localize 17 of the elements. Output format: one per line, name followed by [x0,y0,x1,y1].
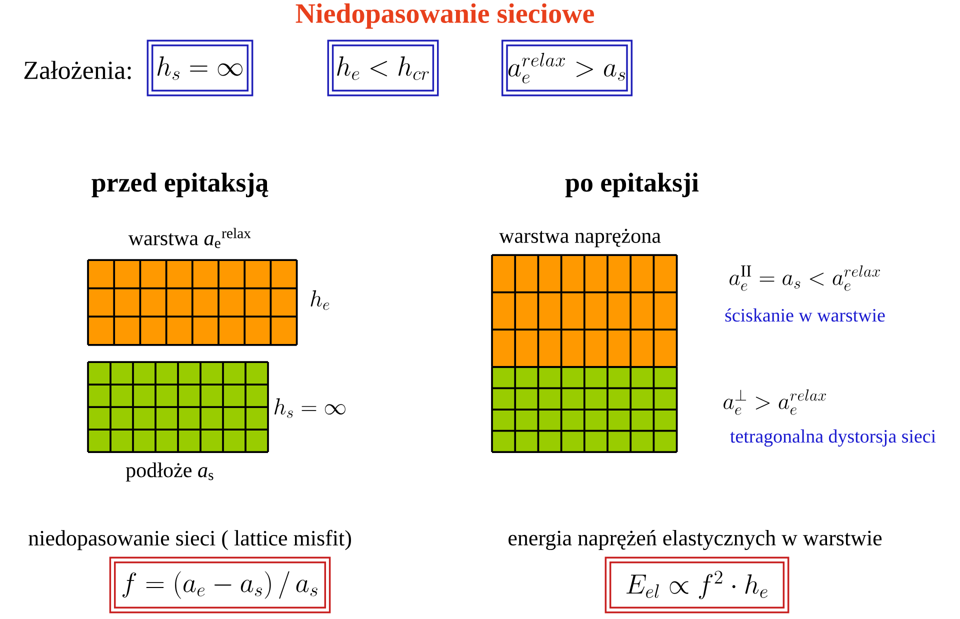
layer-label: podłoże a$_{s}$ [126,462,214,482]
formula-box: $h_e < h_{cr}$ [327,40,439,96]
note-text: tetragonalna dystorsja sieci [730,429,936,447]
formula-box: $f = (a_e - a_s)\,/\,a_s$ [109,556,331,614]
layer-label: warstwa naprężona [499,228,661,248]
formula: $h_s = \infty$ [274,398,346,418]
formula-box: $a_e^{relax} > a_s$ [501,40,633,96]
note-text: ściskanie w warstwie [725,308,885,322]
formula: $a_e^{\perp} > a_e^{relax}$ [724,389,826,415]
section-heading: przed epitaksją [92,172,268,198]
formula-box: $h_s = \infty$ [146,40,254,96]
formula-box: $E_{el} \propto f^{2} \cdot h_e$ [604,556,790,614]
title: Niedopasowanie sieciowe [296,3,594,29]
section-heading: po epitaksji [565,172,699,198]
formula: $h_e$ [310,290,330,310]
layer-label: warstwa a$_{e}$relax [128,228,251,248]
formula: $a_e^{\mathrm{II}} = a_s < a_e^{relax}$ [730,265,880,291]
